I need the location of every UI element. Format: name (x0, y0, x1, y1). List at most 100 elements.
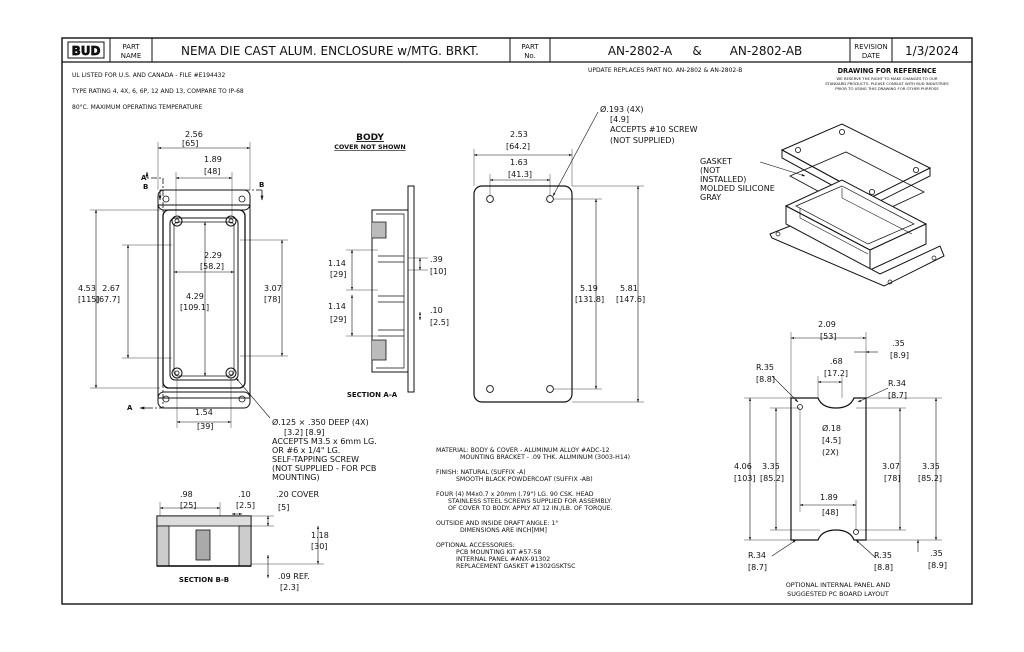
hole-note-6: (NOT SUPPLIED - FOR PCB (272, 464, 376, 473)
dim-0-35-bottom: .35 (930, 549, 943, 558)
section-b-b (156, 502, 324, 579)
gasket-note-4: MOLDED SILICONE (700, 184, 775, 193)
panel-caption-1: OPTIONAL INTERNAL PANEL AND (786, 581, 891, 589)
revision-date: 1/3/2024 (905, 44, 959, 58)
dim-0-10-mm: [2.5] (430, 318, 449, 327)
dim-3-07-panel-mm: [78] (884, 474, 900, 483)
dim-1-14-a: 1.14 (328, 259, 346, 268)
dim-2-09-mm: [53] (820, 332, 836, 341)
dim-1-14-a-mm: [29] (330, 270, 346, 279)
part-no-label: PART (521, 43, 539, 51)
section-marker-b-right: B (259, 181, 264, 189)
gasket-note-5: GRAY (700, 193, 721, 202)
body-title: BODY (356, 133, 384, 143)
dim-3-35-left-mm: [85.2] (760, 474, 784, 483)
logo-text: BUD (72, 44, 101, 58)
screws-note-2: STAINLESS STEEL SCREWS SUPPLIED FOR ASSE… (448, 498, 611, 505)
reference-title: DRAWING FOR REFERENCE (838, 67, 937, 75)
mount-hole-note-1: Ø.193 (4X) (600, 104, 643, 114)
dim-1-89-panel-mm: [48] (822, 508, 838, 517)
dim-4-06: 4.06 (734, 462, 752, 471)
temp-note: 80°C. MAXIMUM OPERATING TEMPERATURE (72, 104, 202, 111)
revision-label: REVISION (854, 43, 887, 51)
radius-0-34-bottom: R.34 (748, 551, 766, 560)
accessories-note-3: INTERNAL PANEL #ANX-91302 (456, 556, 550, 563)
dim-3-07: 3.07 (264, 284, 282, 293)
dim-4-29-mm: [109.1] (180, 303, 209, 312)
gasket-note-1: GASKET (700, 157, 732, 166)
dim-3-07-panel: 3.07 (882, 462, 900, 471)
dim-0-98-mm: [25] (180, 501, 196, 510)
part-name-label: PART (122, 43, 140, 51)
finish-note-2: SMOOTH BLACK POWDERCOAT (SUFFIX -AB) (456, 476, 593, 483)
section-b-b-title: SECTION B-B (179, 576, 229, 584)
section-marker-a-top: A (141, 174, 147, 182)
dim-0-35-top-mm: [8.9] (890, 351, 909, 360)
radius-0-34-bottom-mm: [8.7] (748, 563, 767, 572)
dim-3-35-right-mm: [85.2] (918, 474, 942, 483)
section-a-a-title: SECTION A-A (347, 391, 398, 399)
dim-1-18: 1.18 (311, 531, 329, 540)
radius-0-34-top: R.34 (888, 379, 906, 388)
dim-2-67-mm: [67.7] (96, 295, 120, 304)
dim-0-10-b-mm: [2.5] (236, 501, 255, 510)
dim-1-63: 1.63 (510, 158, 528, 167)
reference-line-3: PRIOR TO USING THIS DRAWING FOR OTHER PU… (835, 86, 939, 91)
dim-5-19: 5.19 (580, 284, 598, 293)
section-a-a-labels: 1.14 [29] 1.14 [29] .39 [10] .10 [2.5] S… (328, 255, 449, 399)
screws-note-1: FOUR (4) M4x0.7 x 20mm (.79") LG. 90 CSK… (436, 491, 594, 498)
dim-2-56: 2.56 (185, 130, 203, 139)
radius-0-35-bottom: R.35 (874, 551, 892, 560)
section-a-a (346, 185, 428, 393)
dim-1-89-mm: [48] (204, 167, 220, 176)
hole-note-4: OR #6 x 1/4" LG. (272, 446, 340, 455)
hole-note-3: ACCEPTS M3.5 x 6mm LG. (272, 437, 377, 446)
dim-3-35-left: 3.35 (762, 462, 780, 471)
dim-0-98: .98 (180, 490, 193, 499)
part-no-label-2: No. (524, 52, 536, 60)
internal-panel-labels: 2.09 [53] .35 [8.9] .68 [17.2] R.35 [8.8… (734, 320, 947, 598)
radius-0-35-top: R.35 (756, 363, 774, 372)
draft-note-2: DIMENSIONS ARE INCH[MM] (460, 527, 547, 534)
screws-note-3: OF COVER TO BODY. APPLY AT 12 IN./LB. OF… (448, 505, 613, 512)
part-name: NEMA DIE CAST ALUM. ENCLOSURE w/MTG. BRK… (181, 44, 479, 58)
bud-logo (67, 41, 105, 59)
section-marker-a-bottom: A (127, 404, 133, 412)
hole-note-7: MOUNTING) (272, 473, 320, 482)
title-block: BUD PART NAME NEMA DIE CAST ALUM. ENCLOS… (62, 38, 972, 63)
dim-0-10: .10 (430, 306, 443, 315)
dim-2-67: 2.67 (102, 284, 120, 293)
panel-caption-2: SUGGESTED PC BOARD LAYOUT (787, 590, 889, 598)
body-subtitle: COVER NOT SHOWN (334, 143, 406, 151)
radius-0-34-top-mm: [8.7] (888, 391, 907, 400)
dia-0-18-mm: [4.5] (822, 436, 841, 445)
dim-5-81: 5.81 (620, 284, 638, 293)
gasket-note-2: (NOT (700, 166, 720, 175)
revision-label-2: DATE (862, 52, 880, 60)
dim-2-53-mm: [64.2] (506, 142, 530, 151)
material-note-2: MOUNTING BRACKET - .09 THK. ALUMINUM (30… (460, 454, 630, 461)
dim-1-89-panel: 1.89 (820, 493, 838, 502)
front-view (90, 142, 288, 428)
accessories-note-4: REPLACEMENT GASKET #1302GSKTSC (456, 563, 575, 570)
part-name-label-2: NAME (121, 52, 142, 60)
dim-0-09-ref: .09 REF. (278, 572, 310, 581)
radius-0-35-top-mm: [8.8] (756, 375, 775, 384)
dim-1-18-mm: [30] (311, 542, 327, 551)
isometric-labels: GASKET (NOT INSTALLED) MOLDED SILICONE G… (700, 157, 775, 202)
hole-note-2: [3.2] [8.9] (284, 428, 324, 437)
dim-0-20-cover: .20 COVER (276, 490, 320, 499)
sheet-border (61, 37, 973, 605)
hole-note-1: Ø.125 × .350 DEEP (4X) (272, 417, 369, 427)
dim-0-39-mm: [10] (430, 267, 446, 276)
isometric-view (759, 123, 945, 287)
dim-1-89: 1.89 (204, 155, 222, 164)
reference-line-2: STANDARD PRODUCTS. PLEASE CONSULT WITH B… (825, 81, 949, 86)
material-notes: MATERIAL: BODY & COVER - ALUMINUM ALLOY … (436, 447, 630, 570)
accessories-note-1: OPTIONAL ACCESSORIES: (436, 542, 515, 549)
dim-0-35-top: .35 (892, 339, 905, 348)
dim-0-35-bottom-mm: [8.9] (928, 561, 947, 570)
update-note: UPDATE REPLACES PART NO. AN-2802 & AN-28… (588, 67, 742, 74)
section-marker-b-left: B (143, 183, 148, 191)
